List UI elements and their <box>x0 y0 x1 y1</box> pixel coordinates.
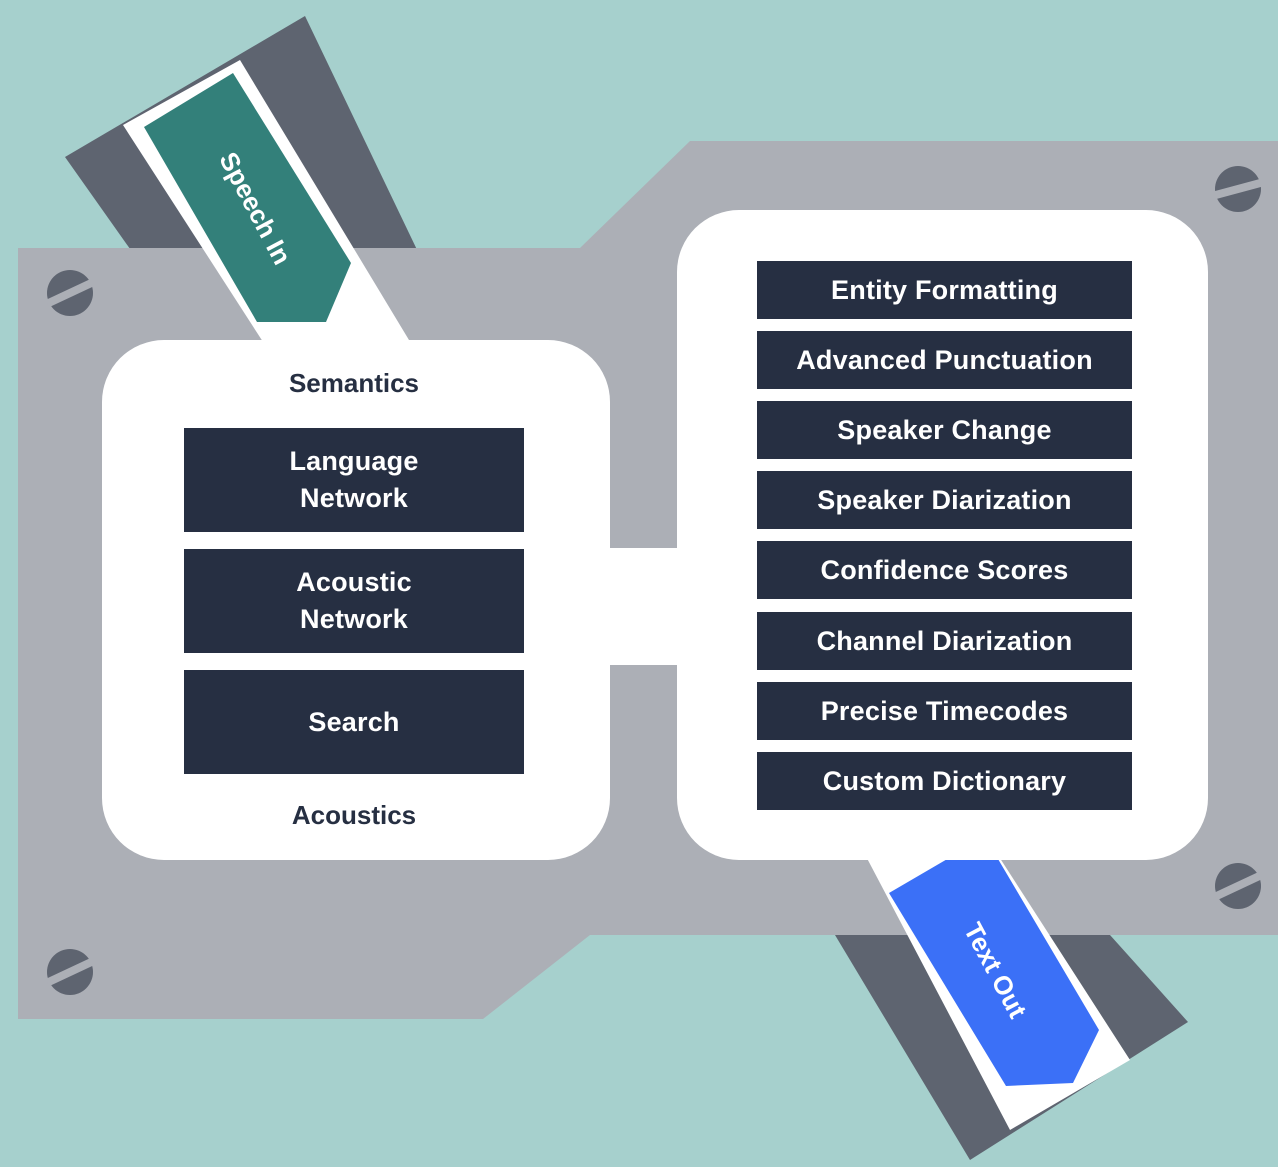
screw-icon-bottom-right <box>1213 863 1263 909</box>
feature-channel-diarization: Channel Diarization <box>757 612 1132 670</box>
acoustics-label: Acoustics <box>291 800 417 830</box>
screw-icon-bottom-left <box>45 949 95 995</box>
acoustic-network-block: Acoustic Network <box>184 549 524 653</box>
search-block: Search <box>184 670 524 774</box>
input-tag <box>144 73 351 322</box>
feature-confidence-scores: Confidence Scores <box>757 541 1132 599</box>
feature-speaker-diarization: Speaker Diarization <box>757 471 1132 529</box>
feature-speaker-change: Speaker Change <box>757 401 1132 459</box>
output-tag <box>889 837 1099 1086</box>
screw-icon-top-left <box>45 270 95 316</box>
feature-precise-timecodes: Precise Timecodes <box>757 682 1132 740</box>
semantics-label: Semantics <box>288 368 420 398</box>
feature-custom-dictionary: Custom Dictionary <box>757 752 1132 810</box>
feature-advanced-punctuation: Advanced Punctuation <box>757 331 1132 389</box>
feature-entity-formatting: Entity Formatting <box>757 261 1132 319</box>
screw-icon-top-right <box>1212 166 1264 212</box>
language-network-block: Language Network <box>184 428 524 532</box>
